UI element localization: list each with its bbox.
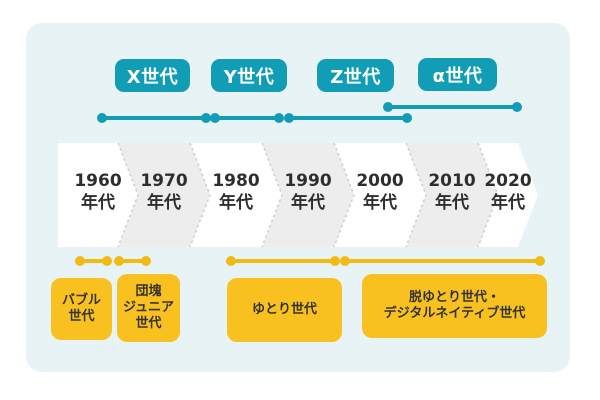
badge-gen-alpha: α世代 [418,58,497,91]
decade-suffix: 年代 [363,193,397,213]
box-dankai-junior-generation: 団塊 ジュニア 世代 [117,274,180,342]
timeline-dot [330,256,340,266]
timeline-dot [75,256,85,266]
box-yutori-generation: ゆとり世代 [227,278,342,342]
gen-y-span-line [215,116,279,120]
decade-year: 1970 [140,171,188,191]
chevron-divider-dashed [261,143,283,247]
yutori-gen-span-line [231,259,335,263]
chevron-segment [118,143,210,247]
chevron-divider-dashed [477,143,499,247]
timeline-dot [201,113,211,123]
timeline-dot [210,113,220,123]
chevron-segment [58,143,138,247]
timeline-dot [402,113,412,123]
gen-z-span-line [289,116,407,120]
badge-gen-y: Y世代 [211,59,287,92]
decade-year: 2000 [356,171,404,191]
chevron-divider-dashed [405,143,427,247]
chevron-segment [334,143,426,247]
decade-year: 2010 [428,171,476,191]
decade-suffix: 年代 [291,193,325,213]
badge-gen-z: Z世代 [317,59,394,92]
decade-year: 1960 [74,171,122,191]
badge-gen-x: X世代 [115,59,190,92]
chevron-segment [478,143,538,247]
decade-year: 1990 [284,171,332,191]
chevron-divider-dashed [333,143,355,247]
chevron-divider-dashed [117,143,139,247]
post-yutori-span-line [345,259,540,263]
timeline-dot [284,113,294,123]
timeline-dot [226,256,236,266]
timeline-dot [340,256,350,266]
decade-year: 1980 [212,171,260,191]
decade-year: 2020 [484,171,532,191]
decade-suffix: 年代 [219,193,253,213]
chevron-segment [262,143,354,247]
timeline-dot [141,256,151,266]
decade-suffix: 年代 [81,193,115,213]
gen-x-span-line [102,116,206,120]
timeline-dot [274,113,284,123]
chevron-divider-dashed [189,143,211,247]
timeline-dot [383,102,393,112]
chevron-segment [406,143,498,247]
timeline-dot [102,256,112,266]
decade-suffix: 年代 [435,193,469,213]
timeline-dot [97,113,107,123]
decade-suffix: 年代 [147,193,181,213]
chevron-segment [190,143,282,247]
box-bubble-generation: バブル 世代 [51,278,112,340]
decade-suffix: 年代 [491,193,525,213]
bubble-gen-span-line [80,259,107,263]
gen-alpha-span-line [388,105,517,109]
timeline-dot [114,256,124,266]
timeline-dot [512,102,522,112]
decade-chevron-band [58,143,538,247]
dankai-junior-span-line [119,259,146,263]
box-post-yutori-digital-native-generation: 脱ゆとり世代・ デジタルネイティブ世代 [362,274,547,338]
timeline-dot [535,256,545,266]
